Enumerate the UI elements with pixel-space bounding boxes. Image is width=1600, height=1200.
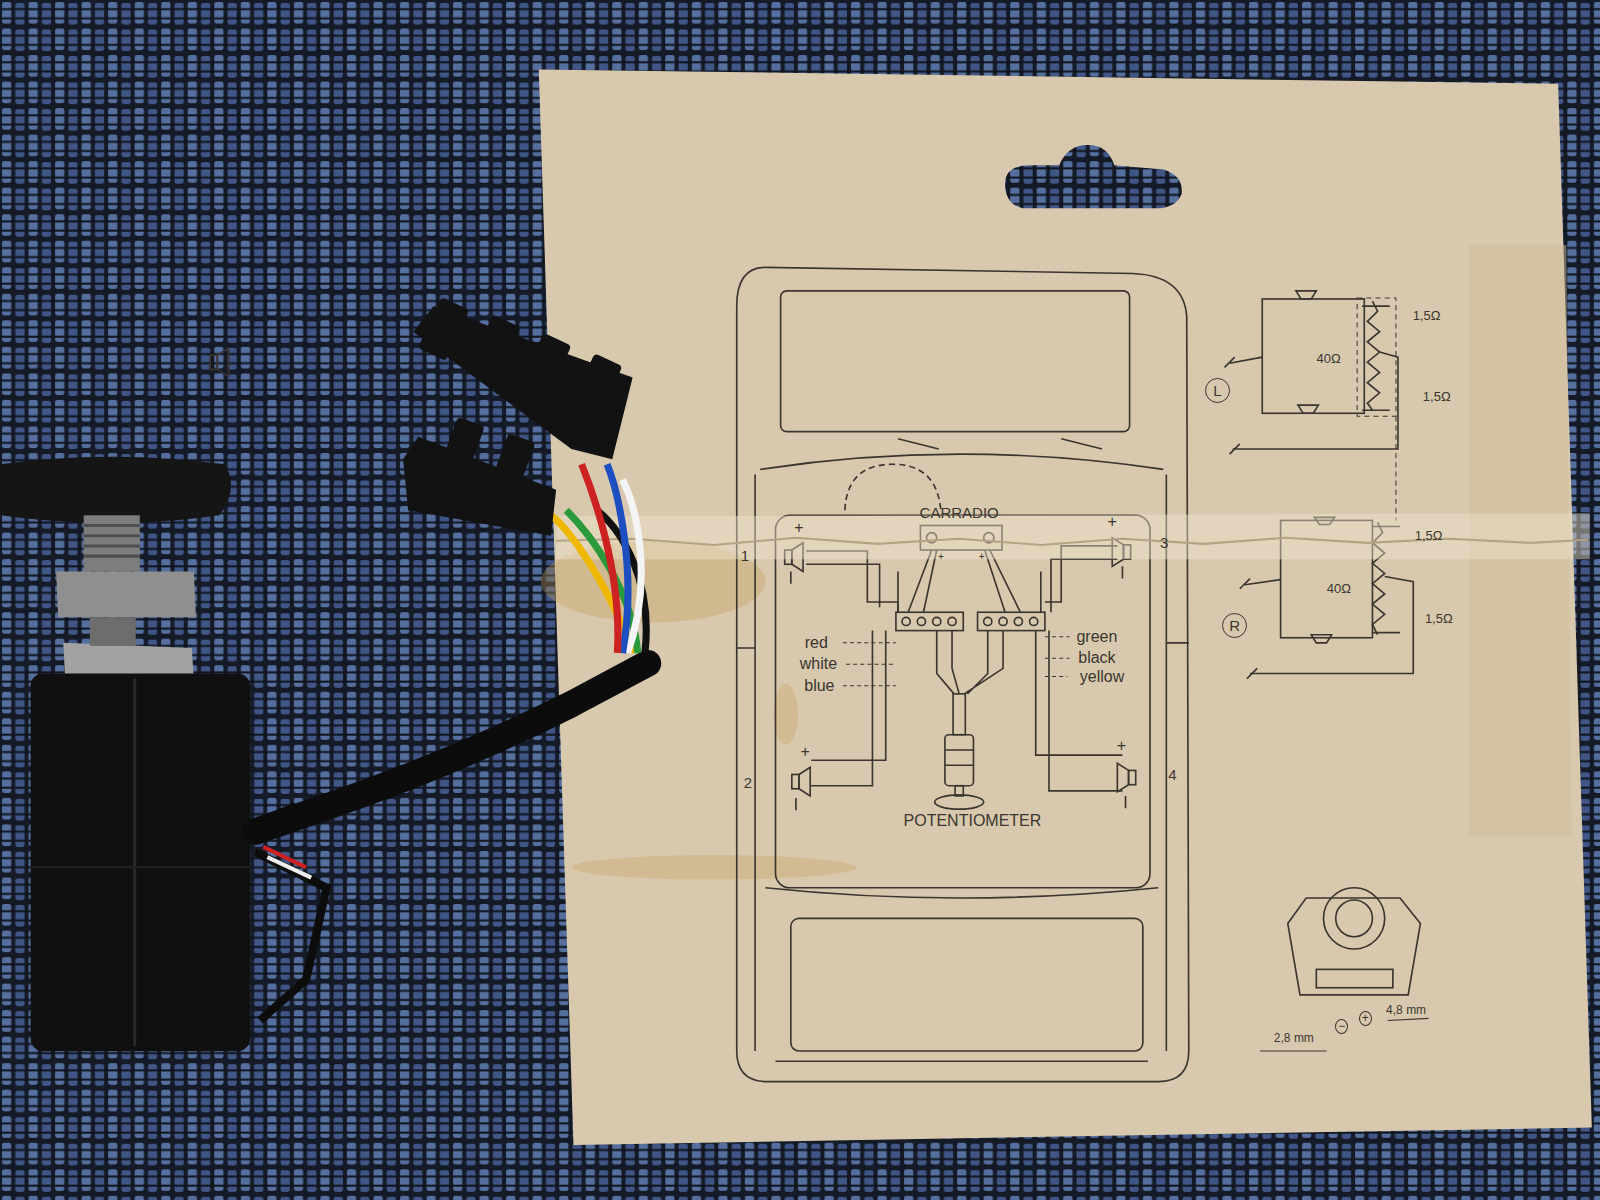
diagram-label: 40Ω	[1327, 582, 1351, 596]
diagram-label: 4,8 mm	[1386, 1004, 1426, 1017]
diagram-label: 1,5Ω	[1415, 529, 1443, 543]
diagram-label: blue	[804, 677, 834, 695]
diagram-label: 1,5Ω	[1413, 309, 1441, 323]
diagram-label: yellow	[1080, 668, 1124, 686]
diagram-label: +	[1108, 513, 1117, 531]
diagram-label: 1,5Ω	[1423, 390, 1451, 404]
diagram-label: 4	[1168, 767, 1176, 784]
channel-circle: L	[1205, 378, 1230, 403]
diagram-label: 2,8 mm	[1274, 1032, 1314, 1045]
diagram-label: red	[805, 634, 828, 652]
terminal-sign: +	[1359, 1011, 1372, 1026]
diagram-label: POTENTIOMETER	[904, 812, 1042, 830]
diagram-label: green	[1076, 628, 1117, 646]
diagram-label: 1,5Ω	[1425, 612, 1453, 626]
diagram-label: +	[979, 551, 985, 562]
diagram-label: CARRADIO	[920, 505, 999, 522]
diagram-label: 3	[1160, 535, 1168, 552]
diagram-label: white	[800, 655, 837, 673]
diagram-label: black	[1078, 649, 1115, 667]
diagram-label: 2	[744, 775, 752, 792]
diagram-label: +	[794, 519, 803, 537]
diagram-label: +	[938, 551, 944, 562]
channel-letter: L	[1213, 383, 1221, 398]
channel-letter: R	[1229, 618, 1240, 633]
diagram-label: +	[1117, 737, 1126, 755]
diagram-label: 40Ω	[1316, 352, 1340, 366]
diagram-label: +	[800, 743, 809, 761]
diagram-label: 1	[741, 548, 749, 565]
